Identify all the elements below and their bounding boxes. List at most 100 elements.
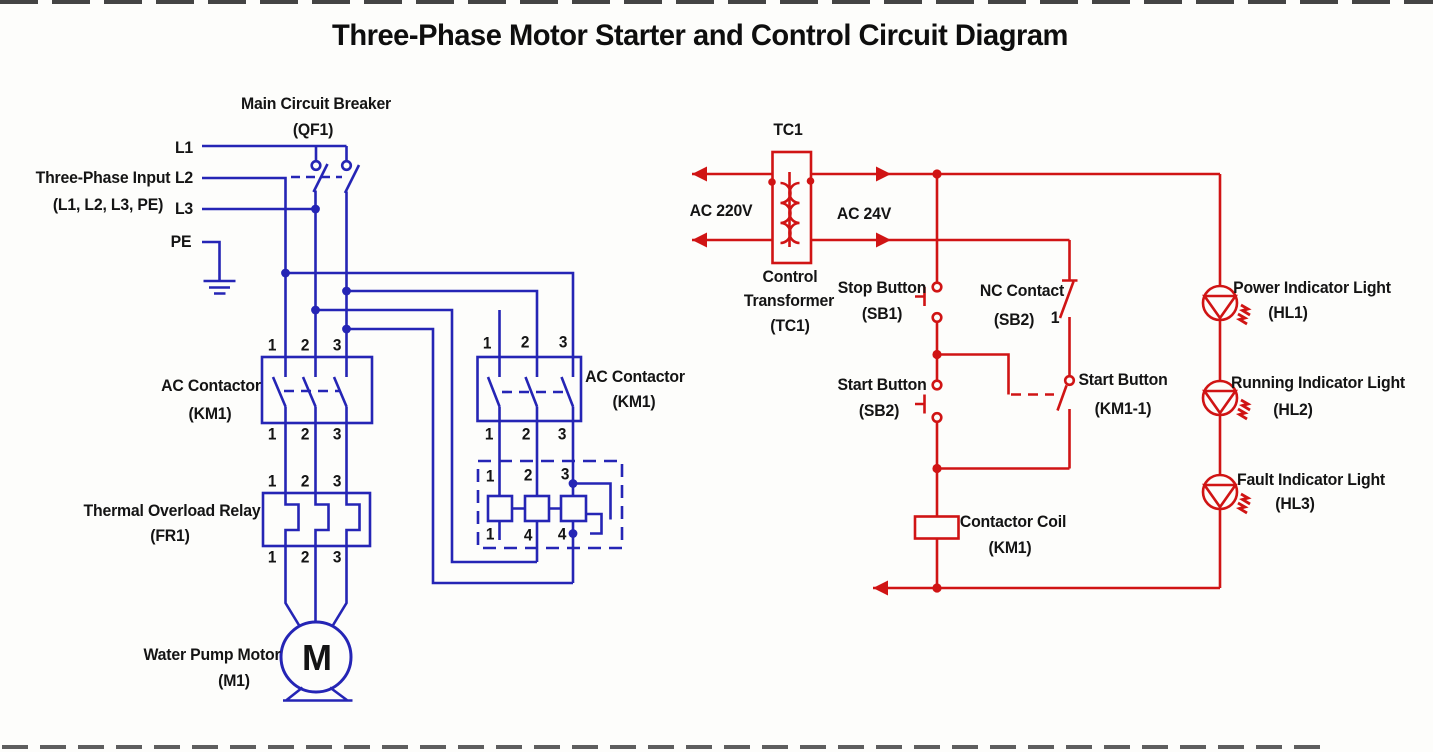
motor-leads — [284, 546, 348, 627]
coil-box — [913, 515, 960, 540]
phase-pe-label: PE — [170, 232, 192, 251]
contactor-left-name: AC Contactor — [161, 376, 261, 395]
contactor-left-pole3 — [332, 357, 348, 493]
terminal-number: 3 — [558, 333, 568, 352]
phase-l2-label: L2 — [174, 168, 194, 187]
l1-line — [202, 144, 348, 161]
transformer-name-line2: Transformer — [743, 291, 835, 310]
transformer-tag: TC1 — [773, 120, 803, 139]
breaker-terminal — [340, 159, 353, 172]
transformer-name-line3: (TC1) — [770, 316, 810, 335]
start-button-plunger — [915, 394, 926, 414]
primary-voltage: AC 220V — [689, 201, 753, 220]
stop-button-plunger — [915, 287, 926, 306]
aux-block-dashed-box — [476, 459, 624, 550]
terminal-number: 1 — [482, 334, 492, 353]
terminal-number: 4 — [523, 526, 533, 545]
power-circuit — [202, 144, 624, 702]
contactor-right-pole1 — [486, 357, 501, 496]
breaker-blades — [312, 163, 361, 194]
overload-ref: (FR1) — [150, 526, 190, 545]
motor-circle — [279, 620, 353, 694]
terminal-number: 2 — [300, 425, 310, 444]
contactor-left-box — [260, 355, 374, 425]
overload-heater3 — [345, 493, 361, 546]
control-circuit — [692, 150, 1252, 596]
terminal-number: 4 — [557, 525, 567, 544]
terminal-number: 2 — [523, 466, 533, 485]
terminal-number: 2 — [300, 472, 310, 491]
motor-letter: M — [302, 637, 332, 678]
contactor-right-name: AC Contactor — [585, 367, 685, 386]
input-label-line1: Three-Phase Input — [35, 168, 171, 187]
start-button-terminal — [931, 379, 943, 391]
start-button-terminal — [931, 411, 943, 424]
coil-ref: (KM1) — [988, 538, 1032, 557]
contactor-left-ref: (KM1) — [188, 404, 232, 423]
power-indicator-lamp-icon — [1201, 284, 1252, 326]
terminal-number: 3 — [560, 465, 570, 484]
polarity-dot — [806, 177, 815, 185]
start-button-name: Start Button — [837, 375, 927, 394]
fault-indicator-lamp-icon — [1201, 473, 1252, 515]
page-title: Three-Phase Motor Starter and Control Ci… — [332, 19, 1068, 52]
breaker-terminal — [310, 159, 322, 172]
lamp-hl3-name: Fault Indicator Light — [1236, 470, 1386, 489]
l2-line — [202, 176, 287, 357]
aux-element-3 — [559, 494, 588, 523]
input-label-line2: (L1, L2, L3, PE) — [52, 195, 164, 214]
bus-line-3 — [315, 308, 537, 564]
transformer-name-line1: Control — [762, 267, 818, 286]
terminal-number: 3 — [332, 336, 342, 355]
contactor-left-pole1 — [271, 357, 287, 493]
phase-l1-label: L1 — [174, 138, 194, 157]
terminal-number: 1 — [267, 548, 277, 567]
motor-ref: (M1) — [218, 671, 250, 690]
terminal-number: 2 — [300, 548, 310, 567]
flow-arrow-icons — [692, 166, 891, 596]
stop-button-ref: (SB1) — [861, 304, 903, 323]
terminal-number: 3 — [557, 425, 567, 444]
stop-button-terminal — [931, 281, 943, 293]
seal-contact-ref: (KM1-1) — [1094, 399, 1152, 418]
aux-element-2 — [523, 494, 551, 523]
stop-button-name: Stop Button — [837, 278, 927, 297]
overload-heater2 — [314, 493, 330, 546]
lamp-hl1-ref: (HL1) — [1268, 303, 1308, 322]
coil-name: Contactor Coil — [959, 512, 1067, 531]
nc-contact-terminal: 1 — [1050, 308, 1060, 327]
terminal-number: 2 — [300, 336, 310, 355]
terminal-number: 3 — [332, 472, 342, 491]
aux-branch-side — [586, 512, 603, 535]
terminal-number: 1 — [267, 472, 277, 491]
terminal-number: 2 — [521, 425, 531, 444]
bus-line-2 — [346, 289, 539, 357]
start-button-ref: (SB2) — [858, 401, 900, 420]
terminal-number: 3 — [332, 425, 342, 444]
lamp-hl2-name: Running Indicator Light — [1231, 373, 1405, 392]
terminal-number: 1 — [485, 467, 495, 486]
terminal-number: 1 — [485, 525, 495, 544]
contactor-right-pole2 — [524, 357, 539, 496]
phase-l3-label: L3 — [174, 199, 194, 218]
contactor-right-box — [476, 355, 583, 423]
nc-contact — [1058, 240, 1078, 376]
terminal-number: 3 — [332, 548, 342, 567]
seal-branch — [937, 353, 1010, 395]
polarity-dot — [768, 178, 776, 186]
contactor-right-ref: (KM1) — [612, 392, 656, 411]
bus-line-1 — [285, 271, 575, 357]
lamp-hl3-ref: (HL3) — [1275, 494, 1315, 513]
overload-name: Thermal Overload Relay — [83, 501, 261, 520]
transformer-box — [771, 150, 813, 265]
seal-contact-name: Start Button — [1078, 370, 1168, 389]
nc-contact-ref: (SB2) — [993, 310, 1035, 329]
seal-contact-terminal — [1063, 374, 1076, 387]
bus-line-4 — [346, 327, 573, 585]
terminal-number: 1 — [267, 336, 277, 355]
lamp-hl2-ref: (HL2) — [1273, 400, 1313, 419]
nc-contact-name: NC Contact — [979, 281, 1065, 300]
lamp-hl1-name: Power Indicator Light — [1233, 278, 1391, 297]
